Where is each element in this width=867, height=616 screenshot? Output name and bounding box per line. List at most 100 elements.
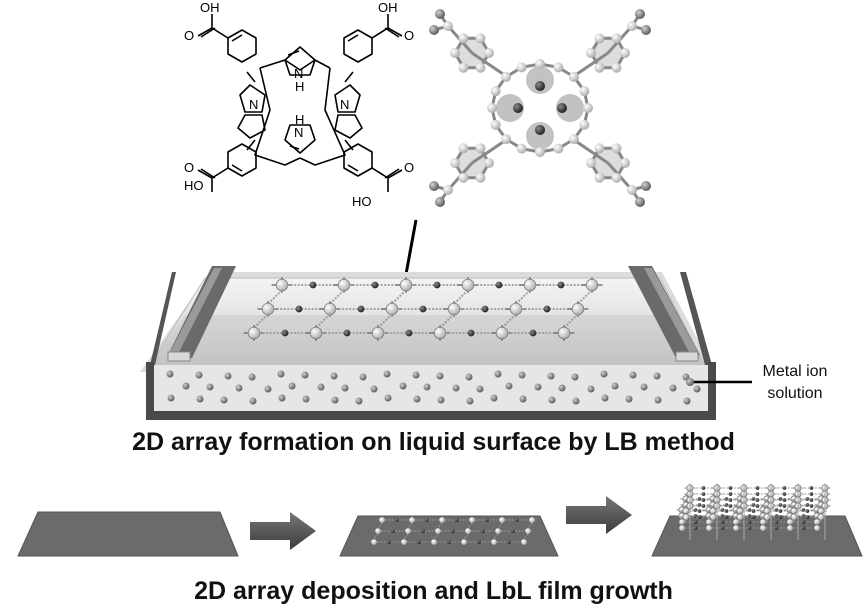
metal-node bbox=[801, 526, 806, 530]
porphyrin-node bbox=[705, 524, 713, 532]
metal-ion bbox=[625, 395, 633, 403]
atom bbox=[627, 21, 637, 31]
metal-node bbox=[343, 329, 351, 337]
metal-node bbox=[809, 498, 814, 502]
metal-ion bbox=[452, 384, 460, 392]
metal-node bbox=[782, 498, 787, 502]
porphyrin-node bbox=[520, 538, 528, 546]
porphyrin-node bbox=[385, 302, 399, 316]
porphyrin-node bbox=[400, 538, 408, 546]
array-bond bbox=[762, 519, 768, 526]
array-bond bbox=[373, 533, 379, 540]
metal-node bbox=[697, 509, 702, 513]
metal-node bbox=[751, 515, 756, 519]
metal-node bbox=[451, 529, 455, 533]
metal-ion bbox=[248, 373, 256, 381]
nitrogen-atom bbox=[513, 103, 523, 113]
atom bbox=[535, 147, 545, 157]
array-bond bbox=[497, 522, 503, 529]
porphyrin-node bbox=[494, 527, 502, 535]
atom bbox=[641, 25, 651, 35]
atom-label-n: N bbox=[249, 97, 258, 112]
atom bbox=[635, 197, 645, 207]
porphyrin-node bbox=[374, 527, 382, 535]
atom bbox=[516, 62, 527, 73]
metal-node bbox=[485, 518, 489, 522]
porphyrin-structural-formula bbox=[197, 14, 403, 192]
surface-band bbox=[150, 315, 705, 365]
atom bbox=[475, 33, 486, 44]
metal-node bbox=[751, 509, 756, 513]
metal-ion bbox=[206, 383, 214, 391]
array-bond bbox=[793, 508, 799, 515]
porphyrin-node bbox=[371, 326, 385, 340]
metal-node bbox=[477, 540, 481, 544]
metal-ion bbox=[355, 397, 363, 405]
metal-node bbox=[747, 520, 752, 524]
atom bbox=[490, 119, 501, 130]
array-bond bbox=[377, 522, 383, 529]
porphyrin-node bbox=[461, 278, 475, 292]
metal-ion bbox=[182, 382, 190, 390]
bond bbox=[573, 51, 609, 78]
atom bbox=[429, 25, 439, 35]
metal-ion bbox=[399, 382, 407, 390]
metal-ion bbox=[370, 385, 378, 393]
caption-lbl-growth: 2D array deposition and LbL film growth bbox=[194, 577, 673, 605]
array-bond bbox=[712, 508, 718, 515]
atom bbox=[490, 86, 501, 97]
trough-floor bbox=[146, 411, 716, 420]
porphyrin-node bbox=[408, 516, 416, 524]
array-bond bbox=[527, 522, 533, 529]
metal-node bbox=[387, 540, 391, 544]
porphyrin-node bbox=[571, 302, 585, 316]
atom bbox=[594, 172, 605, 183]
metal-node bbox=[417, 540, 421, 544]
porphyrin-node bbox=[309, 326, 323, 340]
metal-ion bbox=[384, 394, 392, 402]
porphyrin-node bbox=[736, 513, 744, 521]
nitrogen-atom bbox=[557, 103, 567, 113]
atom-label-o: O bbox=[404, 160, 414, 175]
metal-ion bbox=[571, 373, 579, 381]
phenyl-ring bbox=[227, 29, 257, 63]
atom bbox=[484, 48, 494, 58]
atom bbox=[475, 143, 486, 154]
metal-node bbox=[755, 498, 760, 502]
array-bond bbox=[708, 519, 714, 526]
porphyrin-node bbox=[430, 538, 438, 546]
metal-ion bbox=[465, 373, 473, 381]
atom-label-o: O bbox=[184, 160, 194, 175]
metal-node bbox=[395, 518, 399, 522]
trough-right-rim bbox=[680, 272, 712, 365]
barrier-right-foot bbox=[675, 351, 699, 362]
bond bbox=[471, 51, 507, 78]
atom-label-ho: HO bbox=[352, 194, 372, 209]
atom bbox=[611, 143, 622, 154]
metal-node bbox=[421, 529, 425, 533]
array-bond bbox=[820, 508, 826, 515]
atom bbox=[484, 158, 494, 168]
array-bond bbox=[463, 533, 469, 540]
pyrrole-disc bbox=[556, 94, 584, 122]
porphyrin-node bbox=[490, 538, 498, 546]
metal-node bbox=[467, 329, 475, 337]
atom-label-o: O bbox=[404, 28, 414, 43]
metal-ion bbox=[413, 395, 421, 403]
metal-ion bbox=[278, 394, 286, 402]
atom-label-n: N bbox=[294, 66, 303, 81]
metal-ion bbox=[288, 382, 296, 390]
atom bbox=[586, 158, 596, 168]
metal-node bbox=[747, 526, 752, 530]
porphyrin-node bbox=[468, 516, 476, 524]
metal-node bbox=[447, 540, 451, 544]
metal-ion bbox=[572, 397, 580, 405]
metal-node bbox=[805, 515, 810, 519]
atom bbox=[450, 158, 460, 168]
atom bbox=[620, 48, 630, 58]
phenyl-ring bbox=[343, 29, 373, 63]
metal-node bbox=[755, 492, 760, 496]
metal-ion bbox=[341, 384, 349, 392]
metal-node bbox=[495, 281, 503, 289]
